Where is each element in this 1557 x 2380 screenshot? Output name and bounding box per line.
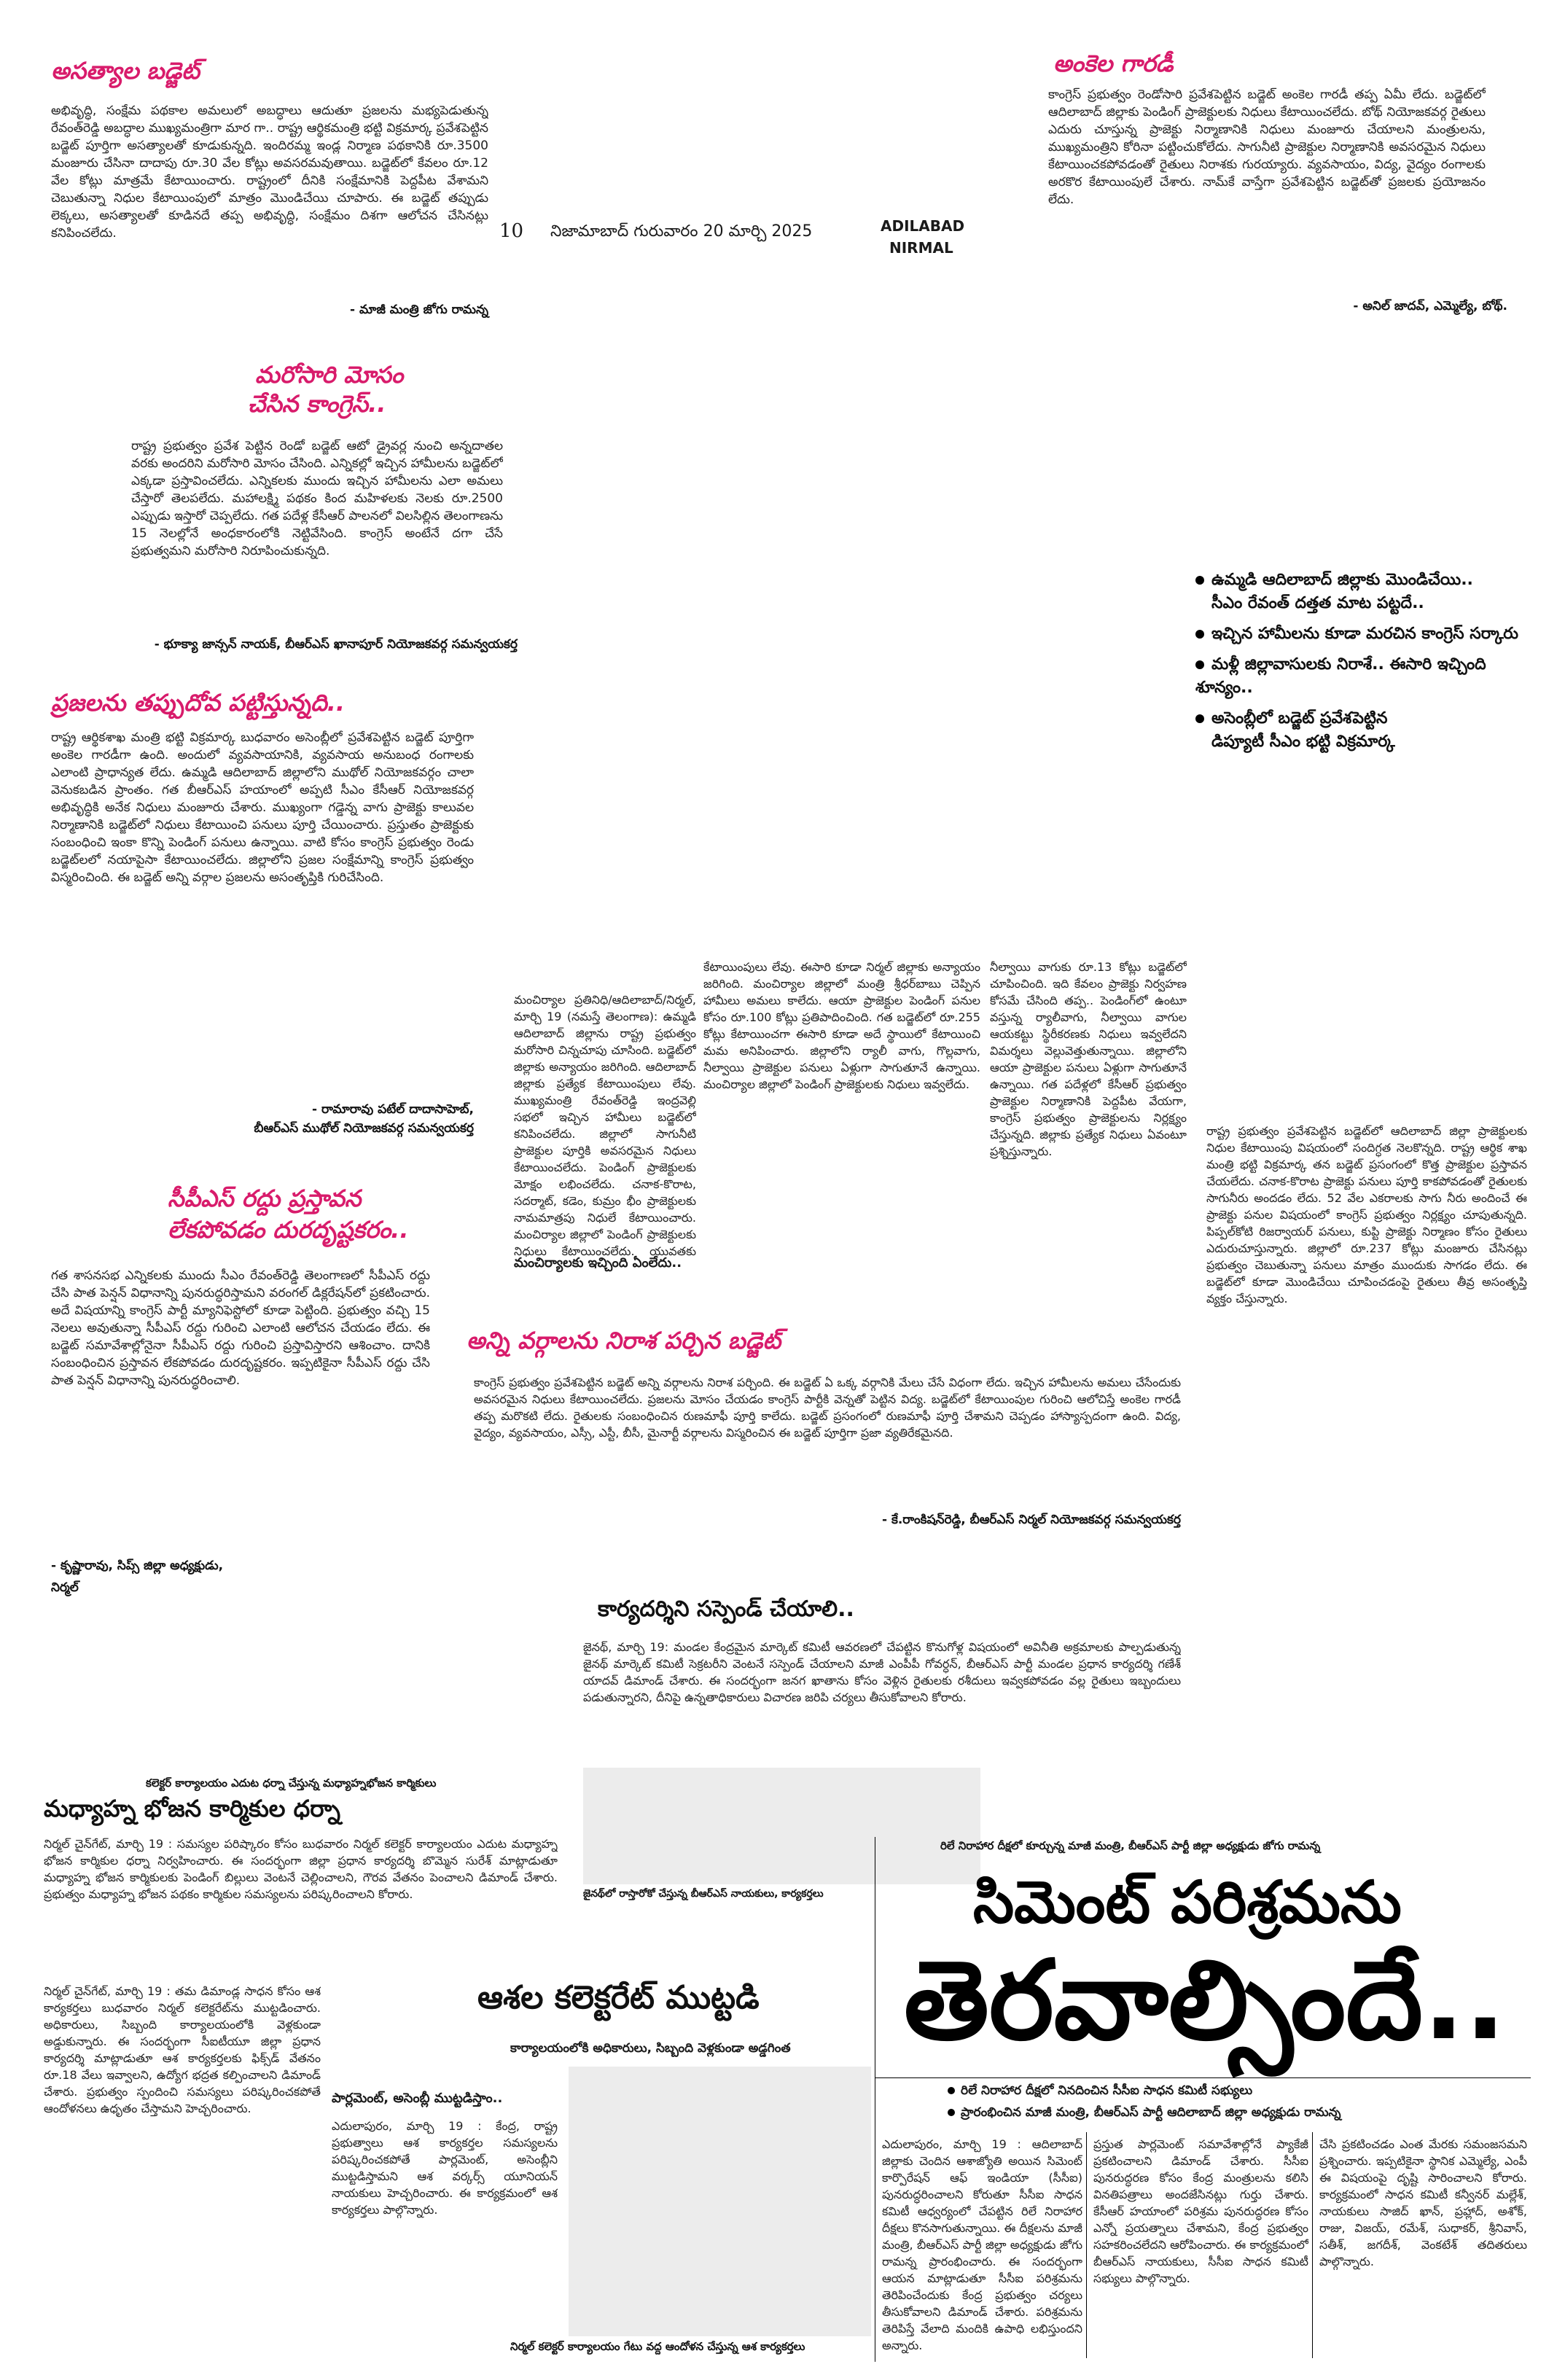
article10-body: నిర్మల్ చైన్‌గేట్, మార్చి 19 : తమ డిమాండ… xyxy=(44,1984,321,2115)
article2-headline: అంకెల గారడీ xyxy=(1053,50,1174,77)
bullet-item: మళ్లీ జిల్లావాసులకు నిరాశే.. ఈసారి ఇచ్చి… xyxy=(1195,655,1486,697)
column-divider xyxy=(1086,2132,1087,2358)
article11-column2: ప్రస్తుత పార్లమెంట్ సమావేశాల్లోనే ప్యాకే… xyxy=(1093,2137,1308,2285)
article9-headline: మధ్యాహ్న భోజన కార్మికుల ధర్నా xyxy=(44,1795,340,1822)
article11-column3: చేసి ప్రకటించడం ఎంత మేరకు సమంజసమని ప్రశ్… xyxy=(1319,2137,1527,2268)
article11-headline-line1: సిమెంట్ పరిశ్రమను xyxy=(973,1868,1402,1936)
article10-body2: ఎదులాపురం, మార్చి 19 : కేంద్ర, రాష్ట్ర ప… xyxy=(332,2119,558,2217)
article11-kicker: రిలే నిరాహార దీక్షలో కూర్చున్న మాజీ మంత్… xyxy=(940,1839,1321,1852)
article2-byline: - అనిల్ జాదవ్, ఎమ్మెల్యే, బోథ్. xyxy=(1353,299,1507,313)
article5-byline-line2: నిర్మల్ xyxy=(51,1580,79,1595)
bullet-item: ఇచ్చిన హామీలను కూడా మరచిన కాంగ్రెస్ సర్క… xyxy=(1195,623,1538,646)
summary-bullets: ఉమ్మడి ఆదిలాబాద్ జిల్లాకు మొండిచేయి.. సీ… xyxy=(1195,569,1538,754)
article11-bullet1: రిలే నిరాహార దీక్షలో నినదించిన సీసీఐ సాధ… xyxy=(948,2083,1252,2101)
page-number: 10 xyxy=(499,220,524,242)
article6-subhead: మంచిర్యాలకు ఇచ్చింది ఏంలేదు.. xyxy=(514,1255,682,1271)
article3-byline: - భూక్యా జాన్సన్ నాయక్, బీఆర్‌ఎస్ ఖానాపూ… xyxy=(154,637,518,652)
article10-column2 xyxy=(332,1983,470,2070)
article5-byline-line1: - కృష్ణారావు, సిప్స్ జిల్లా అధ్యక్షుడు, xyxy=(51,1558,224,1573)
article10-subhead: కార్యాలయంలోకి అధికారులు, సిబ్బంది వెళ్లక… xyxy=(510,2041,791,2056)
article11-bullet2: ప్రారంభించిన మాజీ మంత్రి, బీఆర్‌ఎస్ పార్… xyxy=(948,2105,1341,2123)
article2-body: కాంగ్రెస్ ప్రభుత్వం రెండోసారి ప్రవేశపెట్… xyxy=(1048,87,1486,207)
article9-caption: కలెక్టర్ కార్యాలయం ఎదుట ధర్నా చేస్తున్న … xyxy=(146,1776,437,1790)
bullet-dot-icon xyxy=(1195,576,1204,585)
bullet-item: ఉమ్మడి ఆదిలాబాద్ జిల్లాకు మొండిచేయి.. xyxy=(1195,569,1538,592)
article7-headline: అన్ని వర్గాలను నిరాశ పర్చిన బడ్జెట్ xyxy=(467,1327,781,1354)
article11-headline-line2: తెరవాల్సిందే.. xyxy=(904,1938,1507,2064)
article5-body: గత శాసనసభ ఎన్నికలకు ముందు సీఎం రేవంత్‌రె… xyxy=(51,1268,430,1388)
bullet-item: డిప్యూటీ సీఎం భట్టి విక్రమార్క xyxy=(1211,733,1395,751)
article8-body-continued xyxy=(991,1768,1174,1884)
article6-column1: మంచిర్యాల ప్రతినిధి/ఆదిలాబాద్/నిర్మల్, మ… xyxy=(514,993,696,1258)
article7-byline: - కే.రాంకిషన్‌రెడ్డి, బీఆర్‌ఎస్ నిర్మల్ … xyxy=(882,1513,1181,1527)
article10-headline: ఆశల కలెక్టరేట్ ముట్టడి xyxy=(477,1979,760,2016)
article7-body: కాంగ్రెస్ ప్రభుత్వం ప్రవేశపెట్టిన బడ్జెట… xyxy=(474,1376,1181,1440)
article11-column1: ఎదులాపురం, మార్చి 19 : ఆదిలాబాద్ జిల్లాక… xyxy=(882,2137,1082,2352)
article10-subhead2: పార్లమెంట్, అసెంబ్లీ ముట్టడిస్తాం.. xyxy=(332,2091,503,2106)
article5-headline-line2: లేకపోవడం దురదృష్టకరం.. xyxy=(168,1216,409,1244)
bullet-dot-icon xyxy=(1195,660,1204,669)
article8-photo-placeholder xyxy=(583,1768,980,1884)
edition-line1: ADILABAD xyxy=(881,217,965,235)
section-divider xyxy=(875,2077,1531,2078)
edition-line2: NIRMAL xyxy=(889,239,953,257)
bullet-item: సీఎం రేవంత్ దత్తత మాట పట్టదే.. xyxy=(1211,594,1424,612)
article4-headline: ప్రజలను తప్పుదోవ పట్టిస్తున్నది.. xyxy=(51,689,346,717)
article1-headline: అసత్యాల బడ్జెట్ xyxy=(51,57,200,85)
article8-caption: జైనథ్‌లో రాస్తారోకో చేస్తున్న బీఆర్‌ఎస్ … xyxy=(583,1888,824,1900)
article1-body: అభివృద్ధి, సంక్షేమ పథకాల అమలులో అబద్ధాలు… xyxy=(51,104,488,241)
article10-caption: నిర్మల్ కలెక్టర్ కార్యాలయం గేటు వద్ద ఆంద… xyxy=(510,2340,805,2353)
article3-body: రాష్ట్ర ప్రభుత్వం ప్రవేశ పెట్టిన రెండో బ… xyxy=(131,439,503,558)
bullet-dot-icon xyxy=(1195,714,1204,723)
article9-body: నిర్మల్ చైన్‌గేట్, మార్చి 19 : సమస్యల పర… xyxy=(44,1837,558,1901)
article3-headline-line2: చేసిన కాంగ్రెస్.. xyxy=(248,390,386,418)
column-divider xyxy=(1312,2132,1313,2358)
bullet-dot-icon xyxy=(1195,630,1204,639)
article3-headline-line1: మరోసారి మోసం xyxy=(255,361,404,389)
article1-byline: - మాజీ మంత్రి జోగు రామన్న xyxy=(350,303,488,317)
article6-column4: రాష్ట్ర ప్రభుత్వం ప్రవేశపెట్టిన బడ్జెట్‌… xyxy=(1206,1124,1527,1306)
bullet-dot-icon xyxy=(948,2109,955,2116)
article10-photo-placeholder xyxy=(569,2067,871,2336)
article4-byline-line1: - రామారావు పటేల్ దాదాసాహెబ్, xyxy=(311,1102,474,1117)
article8-body: జైనథ్, మార్చి 19: మండల కేంద్రమైన మార్కెట… xyxy=(583,1640,1181,1704)
article4-body: రాష్ట్ర ఆర్థికశాఖ మంత్రి భట్టి విక్రమార్… xyxy=(51,730,474,885)
bullet-item: అసెంబ్లీలో బడ్జెట్ ప్రవేశపెట్టిన xyxy=(1195,707,1538,730)
article4-byline-line2: బీఆర్‌ఎస్ ముథోల్ నియోజకవర్గ సమన్వయకర్త xyxy=(254,1121,474,1136)
article6-column3: నీల్వాయి వాగుకు రూ.13 కోట్లు బడ్జెట్‌లో … xyxy=(990,960,1187,1158)
article5-headline-line1: సీపీఎస్ రద్దు ప్రస్తావన xyxy=(168,1185,362,1212)
dateline: నిజామాబాద్ గురువారం 20 మార్చి 2025 xyxy=(550,222,813,241)
bullet-dot-icon xyxy=(948,2087,955,2094)
article8-headline: కార్యదర్శిని సస్పెండ్ చేయాలి.. xyxy=(598,1596,854,1622)
article6-column2: కేటాయింపులు లేవు. ఈసారి కూడా నిర్మల్ జిల… xyxy=(703,960,980,1091)
